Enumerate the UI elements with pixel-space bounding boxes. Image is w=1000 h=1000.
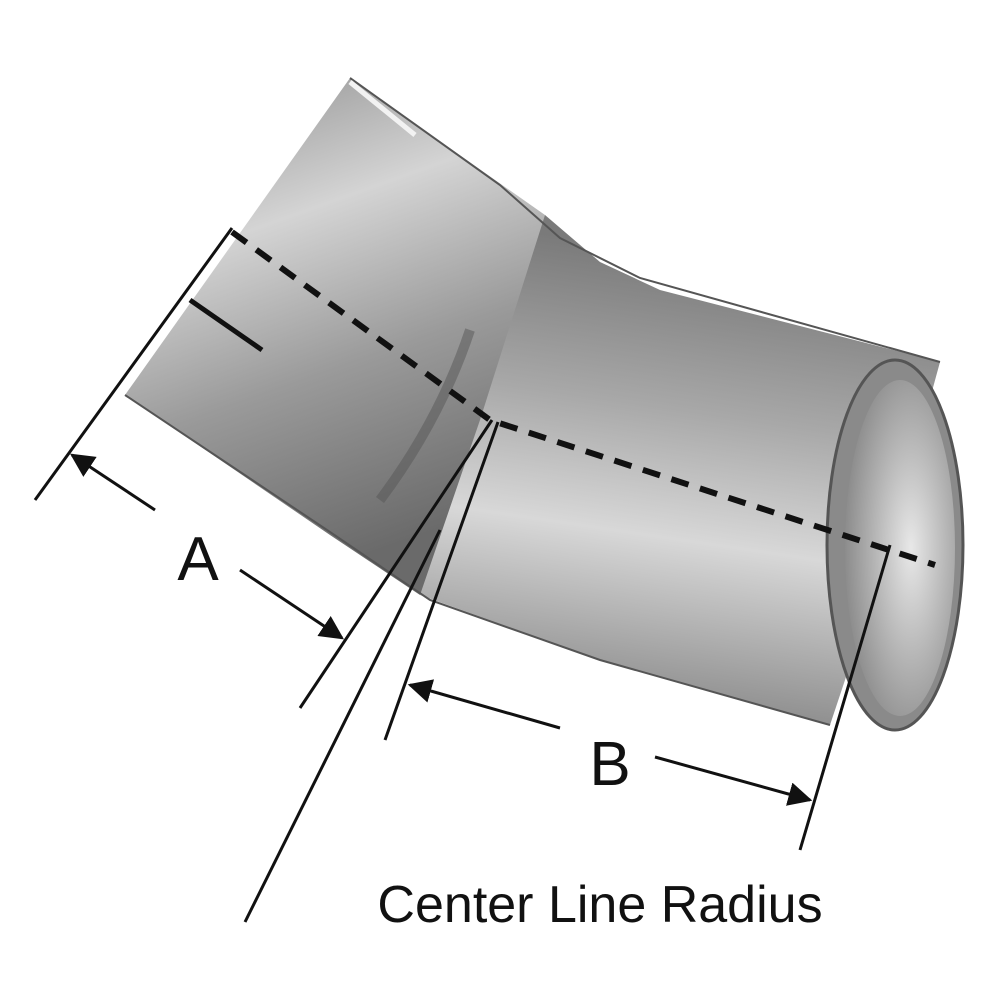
pipe-body-outline <box>124 77 941 726</box>
center-line-dashed <box>230 229 936 568</box>
radius-line-3 <box>383 421 500 741</box>
extension-line-right <box>798 544 892 851</box>
dimension-b-arrow-start <box>407 679 561 730</box>
dimension-a-arrow-start <box>69 453 156 512</box>
dimension-b-arrow-end <box>654 755 813 806</box>
pipe-right-section <box>420 215 940 725</box>
radius-line-2 <box>243 529 442 923</box>
dimension-a-label: A <box>177 525 219 594</box>
dimension-b-label: B <box>589 730 630 799</box>
slot-left <box>188 297 264 353</box>
radius-line-1 <box>298 419 494 709</box>
center-line-radius-label: Center Line Radius <box>377 876 822 934</box>
pipe-left-section <box>125 78 560 595</box>
weld-seam <box>375 328 475 503</box>
slot-top <box>348 80 417 137</box>
dimension-a-arrow-end <box>239 568 344 640</box>
pipe-inner-bore <box>845 380 955 716</box>
extension-line-left <box>33 227 234 501</box>
